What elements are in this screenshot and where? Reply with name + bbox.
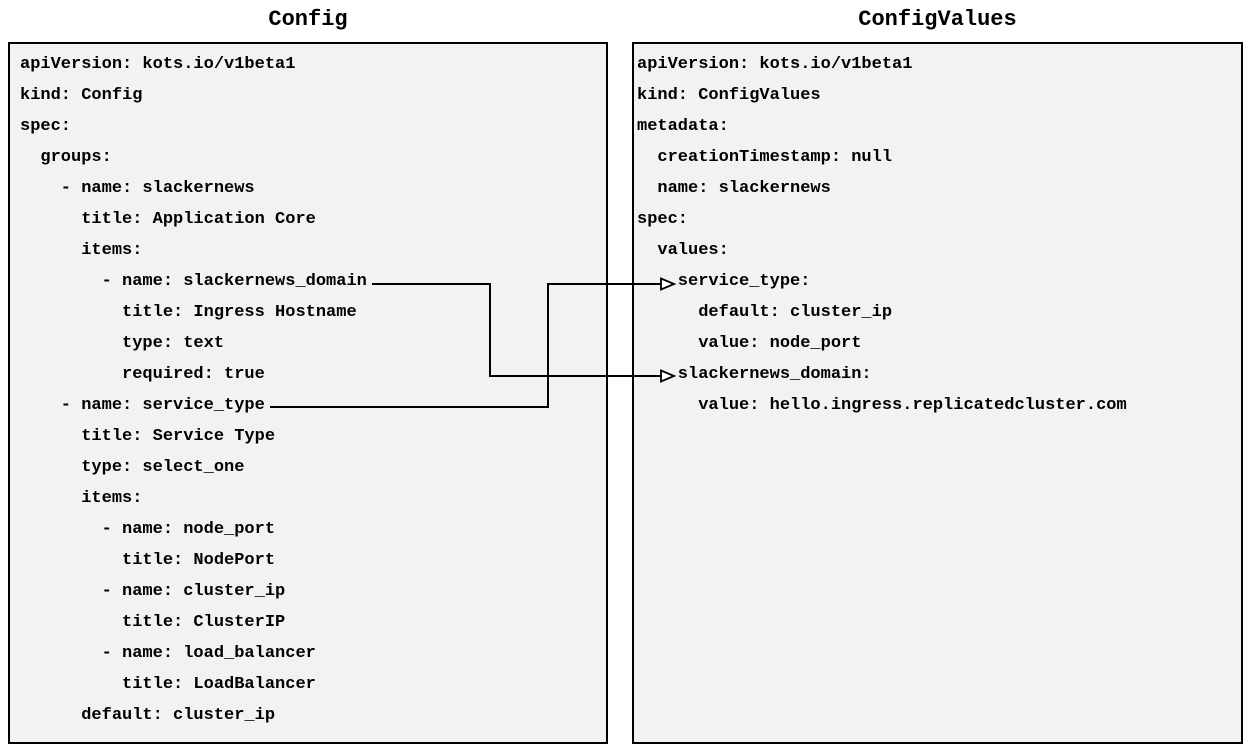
config-panel: apiVersion: kots.io/v1beta1 kind: Config… — [8, 42, 608, 744]
configvalues-panel: apiVersion: kots.io/v1beta1 kind: Config… — [632, 42, 1243, 744]
configvalues-panel-title: ConfigValues — [858, 7, 1017, 32]
config-yaml-code: apiVersion: kots.io/v1beta1 kind: Config… — [20, 55, 367, 725]
config-panel-title: Config — [268, 7, 348, 32]
configvalues-yaml-code: apiVersion: kots.io/v1beta1 kind: Config… — [637, 55, 1127, 415]
